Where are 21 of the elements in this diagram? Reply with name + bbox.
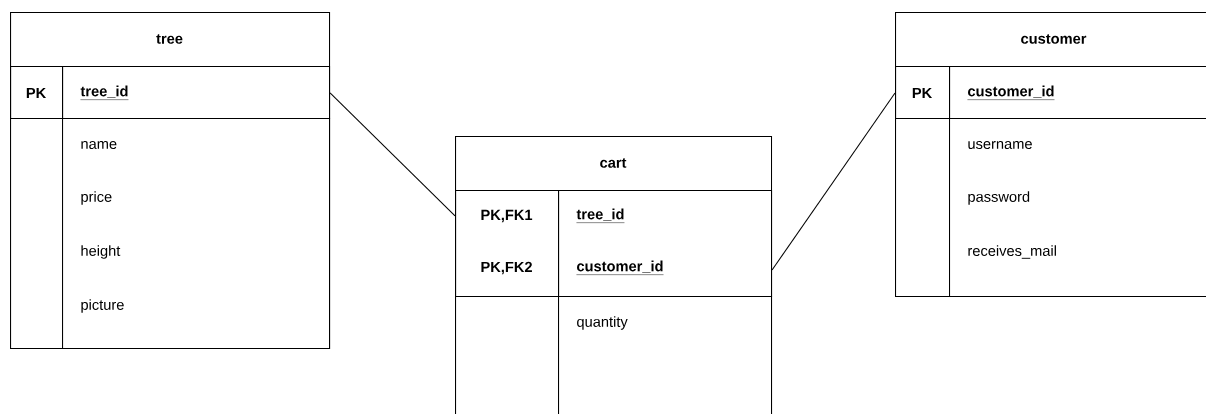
- key-label: PK: [26, 87, 47, 99]
- key-field: customer_id: [967, 85, 1055, 100]
- connector-line: [771, 92, 896, 271]
- field-name: price: [81, 191, 112, 205]
- field-name: picture: [81, 299, 124, 313]
- connector-line: [329, 92, 456, 217]
- key-label: PK,FK2: [481, 261, 532, 275]
- field-name: username: [968, 141, 1032, 149]
- field-name: name: [81, 141, 117, 149]
- key-field: tree_id: [80, 85, 129, 100]
- key-field: tree_id: [576, 208, 625, 223]
- key-label: PK: [912, 87, 933, 99]
- field-name: quantity: [577, 316, 628, 330]
- key-label: PK,FK1: [481, 209, 533, 223]
- table-title: customer: [1021, 34, 1087, 44]
- table-title: tree: [156, 34, 183, 44]
- field-name: receives_mail: [968, 245, 1056, 259]
- table-title: cart: [600, 158, 627, 168]
- field-name: height: [81, 245, 121, 259]
- field-name: password: [968, 191, 1030, 205]
- key-field: customer_id: [576, 260, 664, 275]
